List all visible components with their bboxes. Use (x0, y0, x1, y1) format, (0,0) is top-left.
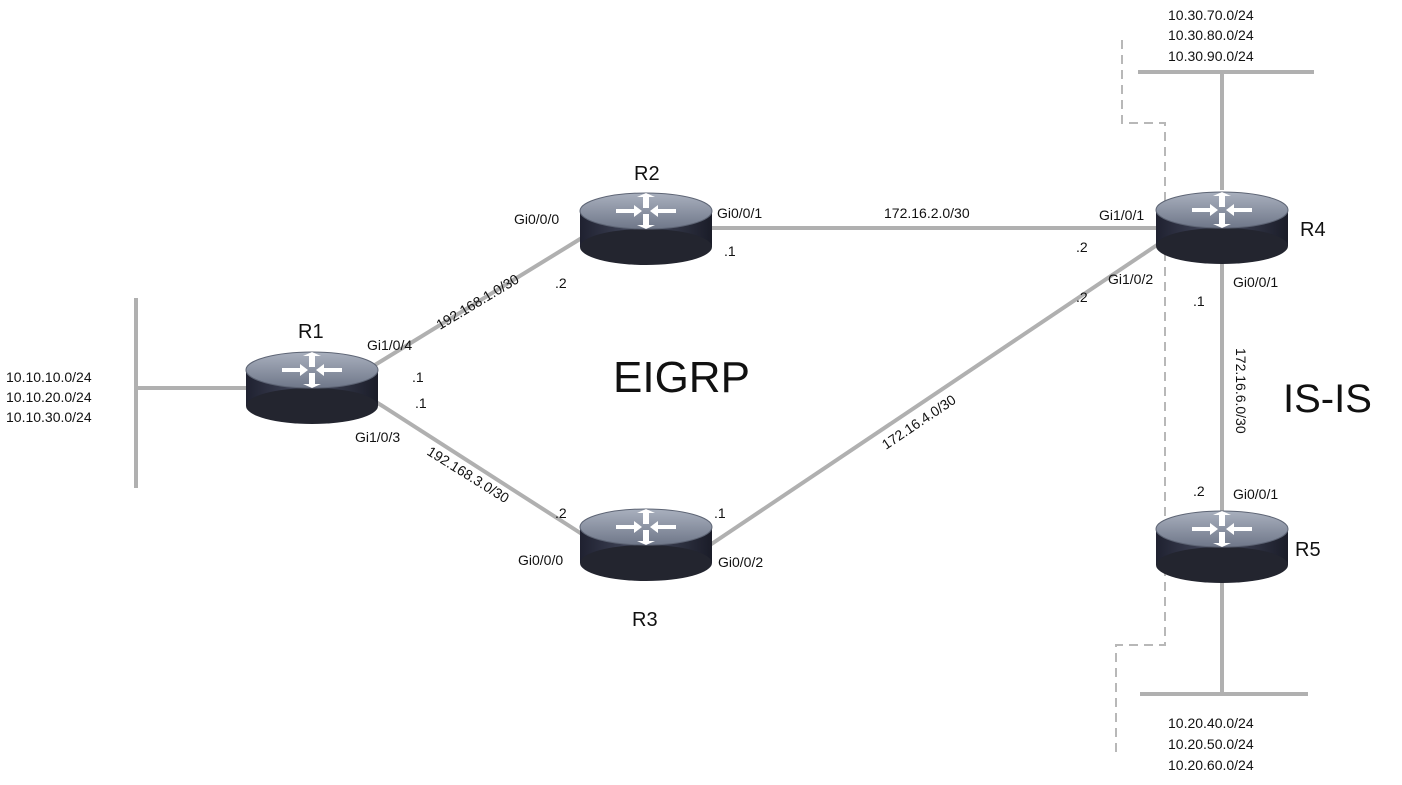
r5-gi0-0-1-label: Gi0/0/1 (1233, 486, 1278, 502)
router-r4-icon[interactable] (1155, 191, 1289, 265)
link-r3-r4 (708, 241, 1162, 547)
r3-gi0-0-2-label: Gi0/0/2 (718, 554, 763, 570)
r5-lan-network: 10.20.50.0/24 (1168, 736, 1254, 752)
router-r5-label: R5 (1295, 539, 1321, 561)
router-r1-icon[interactable] (245, 351, 379, 425)
r4-gi1-0-1-ip: .2 (1076, 239, 1088, 255)
r5-gi0-0-1-ip: .2 (1193, 483, 1205, 499)
link-r2-r4-subnet: 172.16.2.0/30 (884, 205, 970, 221)
r3-gi0-0-2-ip: .1 (714, 505, 726, 521)
r2-gi0-0-1-label: Gi0/0/1 (717, 205, 762, 221)
link-r1-r2-subnet: 192.168.1.0/30 (433, 271, 522, 333)
router-r1-label: R1 (298, 321, 324, 343)
link-r1-r3 (368, 396, 587, 538)
r1-lan-network: 10.10.30.0/24 (6, 409, 92, 425)
r5-lan-network: 10.20.40.0/24 (1168, 715, 1254, 731)
r4-gi1-0-1-label: Gi1/0/1 (1099, 207, 1144, 223)
r1-gi1-0-3-ip: .1 (415, 395, 427, 411)
router-r2-label: R2 (634, 163, 660, 185)
r4-gi0-0-1-label: Gi0/0/1 (1233, 274, 1278, 290)
r1-gi1-0-3-label: Gi1/0/3 (355, 429, 400, 445)
r1-gi1-0-4-ip: .1 (412, 369, 424, 385)
router-r3-label: R3 (632, 609, 658, 631)
r2-gi0-0-1-ip: .1 (724, 243, 736, 259)
eigrp-domain-label: EIGRP (613, 353, 750, 402)
isis-domain-label: IS-IS (1283, 377, 1372, 421)
router-r4-label: R4 (1300, 219, 1326, 241)
r4-lan-network: 10.30.80.0/24 (1168, 27, 1254, 43)
router-r2-icon[interactable] (579, 192, 713, 266)
r4-gi1-0-2-label: Gi1/0/2 (1108, 271, 1153, 287)
r1-lan-network: 10.10.20.0/24 (6, 389, 92, 405)
r3-gi0-0-0-ip: .2 (555, 505, 567, 521)
router-r3-icon[interactable] (579, 508, 713, 582)
domain-boundary-line (1115, 40, 1166, 755)
r2-gi0-0-0-label: Gi0/0/0 (514, 211, 559, 227)
r4-lan-network: 10.30.90.0/24 (1168, 48, 1254, 64)
link-r1-r3-subnet: 192.168.3.0/30 (424, 443, 512, 506)
r4-gi0-0-1-ip: .1 (1193, 293, 1205, 309)
link-r4-r5-subnet: 172.16.6.0/30 (1233, 348, 1249, 434)
r1-lan-network: 10.10.10.0/24 (6, 369, 92, 385)
r4-gi1-0-2-ip: .2 (1076, 289, 1088, 305)
link-r1-r2 (368, 234, 587, 370)
r5-lan-network: 10.20.60.0/24 (1168, 757, 1254, 773)
router-r5-icon[interactable] (1155, 510, 1289, 584)
r3-gi0-0-0-label: Gi0/0/0 (518, 552, 563, 568)
r4-lan-network: 10.30.70.0/24 (1168, 7, 1254, 23)
r1-gi1-0-4-label: Gi1/0/4 (367, 337, 412, 353)
r2-gi0-0-0-ip: .2 (555, 275, 567, 291)
